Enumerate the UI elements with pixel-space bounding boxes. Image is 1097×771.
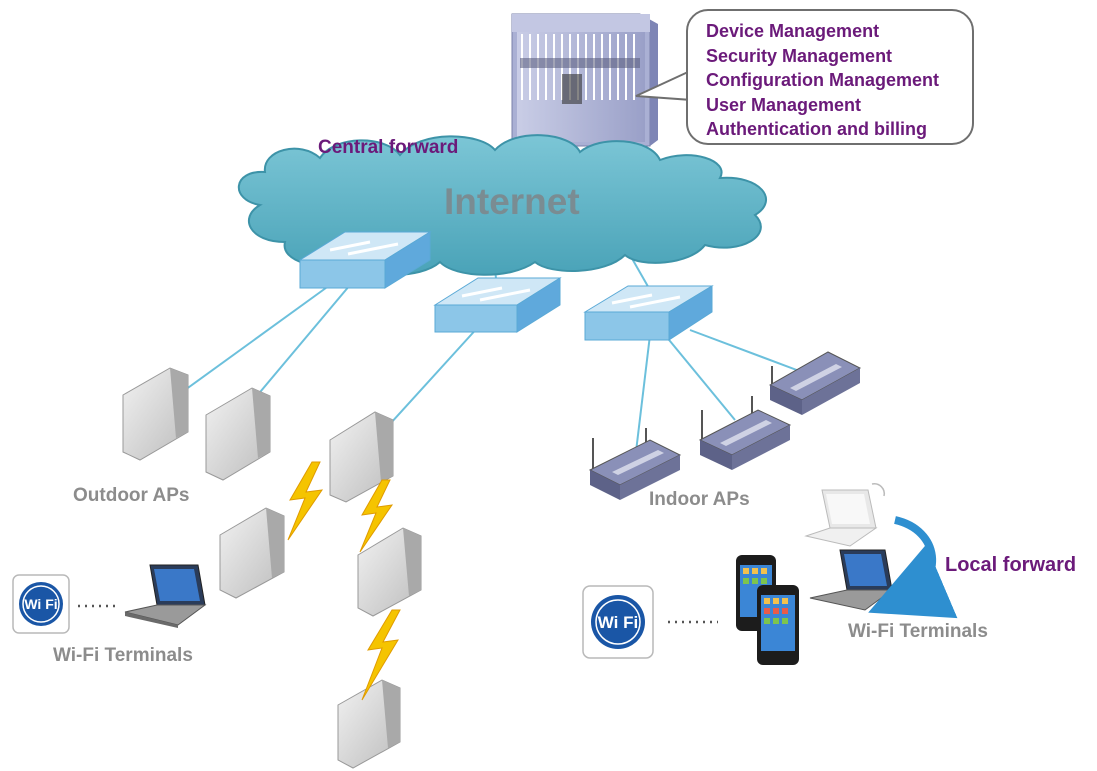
local-forward-label: Local forward	[945, 554, 1077, 576]
phone-2-icon	[757, 585, 799, 665]
outdoor-ap-4-icon	[219, 507, 285, 599]
laptop-white-icon	[804, 482, 886, 547]
wifi-terminals-right-label: Wi-Fi Terminals	[848, 621, 988, 642]
central-forward-label: Central forward	[318, 137, 459, 158]
network-links	[184, 254, 811, 461]
indoor-ap-3-icon	[768, 351, 862, 415]
outdoor-ap-2-icon	[205, 387, 271, 481]
outdoor-ap-6-icon	[337, 679, 401, 769]
callout-item-security-management: Security Management	[706, 45, 893, 66]
wifi-badge-left-icon: Wi Fi	[12, 574, 70, 634]
outdoor-ap-1-icon	[122, 367, 189, 461]
wifi-badge-right-icon: Wi Fi	[582, 585, 654, 659]
indoor-ap-2-icon	[698, 396, 792, 470]
laptop-left-icon	[124, 564, 207, 628]
local-forward-arrow-icon	[868, 516, 958, 619]
management-server-icon	[511, 13, 658, 147]
switch-2-icon	[433, 277, 562, 333]
indoor-ap-1-icon	[588, 428, 682, 500]
outdoor-aps-label: Outdoor APs	[73, 485, 190, 506]
switch-1-icon	[298, 231, 432, 289]
callout-item-authentication-billing: Authentication and billing	[706, 119, 927, 139]
management-callout: Device Management Security Management Co…	[686, 9, 974, 145]
callout-item-user-management: User Management	[706, 94, 862, 115]
svg-text:Wi Fi: Wi Fi	[598, 613, 638, 632]
callout-item-device-management: Device Management	[706, 21, 880, 41]
lightning-icons	[287, 461, 401, 701]
callout-item-configuration-management: Configuration Management	[706, 70, 939, 90]
wifi-terminals-left-label: Wi-Fi Terminals	[53, 645, 193, 666]
outdoor-ap-5-icon	[357, 527, 422, 617]
svg-text:Wi Fi: Wi Fi	[24, 596, 57, 612]
indoor-aps-label: Indoor APs	[649, 489, 750, 510]
switch-3-icon	[583, 285, 714, 341]
internet-label: Internet	[444, 181, 580, 222]
outdoor-ap-3-icon	[329, 411, 394, 503]
laptop-right-icon	[809, 549, 894, 611]
